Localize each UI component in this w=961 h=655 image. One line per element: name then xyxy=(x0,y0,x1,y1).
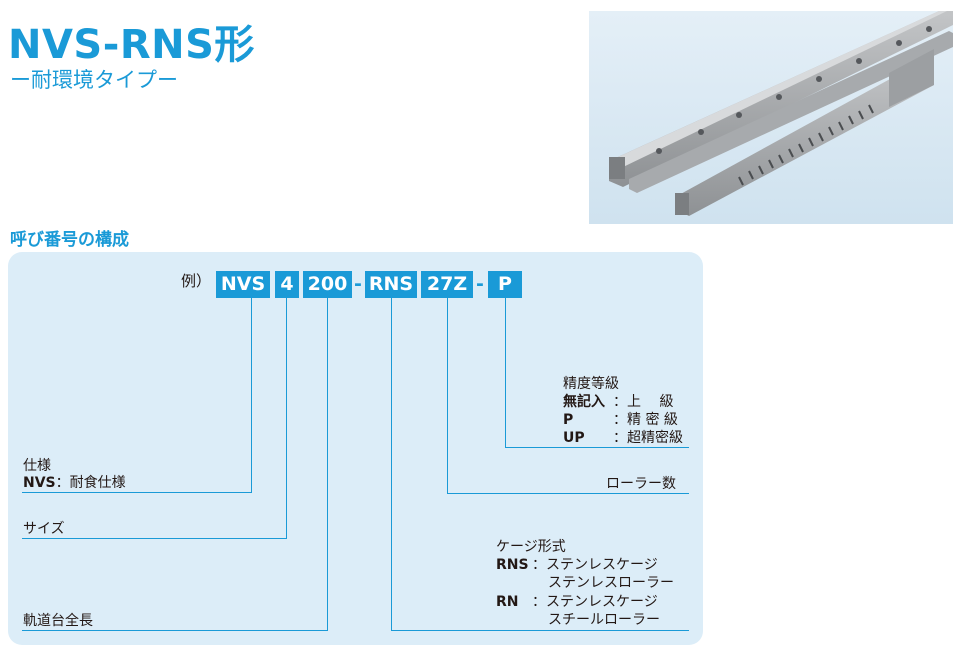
leader-line xyxy=(505,447,689,448)
leader-line xyxy=(22,538,287,539)
code-separator: - xyxy=(476,273,484,295)
accuracy-row: UP ：超精密級 xyxy=(563,429,683,447)
code-box-size: 4 xyxy=(275,271,299,298)
accuracy-row: 無記入 ：上 級 xyxy=(563,393,673,411)
leader-line xyxy=(286,298,287,539)
leader-line xyxy=(22,492,252,493)
leader-line xyxy=(22,630,328,631)
code-separator: - xyxy=(354,273,362,295)
example-prefix: 例） xyxy=(181,272,212,290)
cage-sep: ： xyxy=(532,557,546,573)
code-box-accuracy: P xyxy=(488,271,522,298)
size-label: サイズ xyxy=(23,521,65,537)
spec-row: NVS：耐食仕様 xyxy=(23,474,126,492)
page-title: NVS-RNS形 xyxy=(8,22,255,68)
spec-desc: 耐食仕様 xyxy=(69,475,126,491)
leader-line xyxy=(505,298,506,448)
accuracy-desc: 超精密級 xyxy=(627,430,683,446)
accuracy-code: P xyxy=(563,412,574,428)
accuracy-row: P ：精 密 級 xyxy=(563,411,678,429)
cage-sep: ： xyxy=(532,594,546,610)
accuracy-code: UP xyxy=(563,430,585,446)
accuracy-sep: ： xyxy=(613,430,627,446)
product-photo xyxy=(589,11,953,224)
code-box-cage: RNS xyxy=(365,271,417,298)
roller-count-label: ローラー数 xyxy=(606,476,676,492)
spec-code: NVS xyxy=(23,475,56,491)
cage-desc: ステンレスケージ xyxy=(546,594,658,610)
page-subtitle: ー耐環境タイプー xyxy=(10,68,178,92)
spec-sep: ： xyxy=(55,475,70,491)
leader-line xyxy=(391,630,689,631)
leader-line xyxy=(447,493,689,494)
leader-line xyxy=(391,298,392,631)
code-box-length: 200 xyxy=(303,271,352,298)
cage-title: ケージ形式 xyxy=(496,539,566,555)
code-box-type: NVS xyxy=(216,271,270,298)
cage-row: RNS：ステンレスケージ xyxy=(496,556,658,574)
accuracy-desc: 上 級 xyxy=(627,394,674,410)
code-box-rollers: 27Z xyxy=(421,271,473,298)
accuracy-sep: ： xyxy=(613,394,627,410)
accuracy-title: 精度等級 xyxy=(563,376,619,392)
length-label: 軌道台全長 xyxy=(23,613,93,629)
section-heading: 呼び番号の構成 xyxy=(10,230,129,250)
leader-line xyxy=(251,298,252,493)
cage-code: RN xyxy=(496,594,519,610)
cage-row: RN ：ステンレスケージ xyxy=(496,593,658,611)
accuracy-desc: 精 密 級 xyxy=(627,412,678,428)
accuracy-sep: ： xyxy=(613,412,627,428)
accuracy-code: 無記入 xyxy=(563,394,605,410)
cage-code: RNS xyxy=(496,557,529,573)
leader-line xyxy=(447,298,448,494)
cage-desc-line2: スチールローラー xyxy=(548,612,660,628)
cage-desc-line2: ステンレスローラー xyxy=(548,575,674,591)
leader-line xyxy=(327,298,328,631)
diagram-panel xyxy=(8,252,703,645)
cage-desc: ステンレスケージ xyxy=(546,557,658,573)
spec-title: 仕様 xyxy=(23,458,51,474)
